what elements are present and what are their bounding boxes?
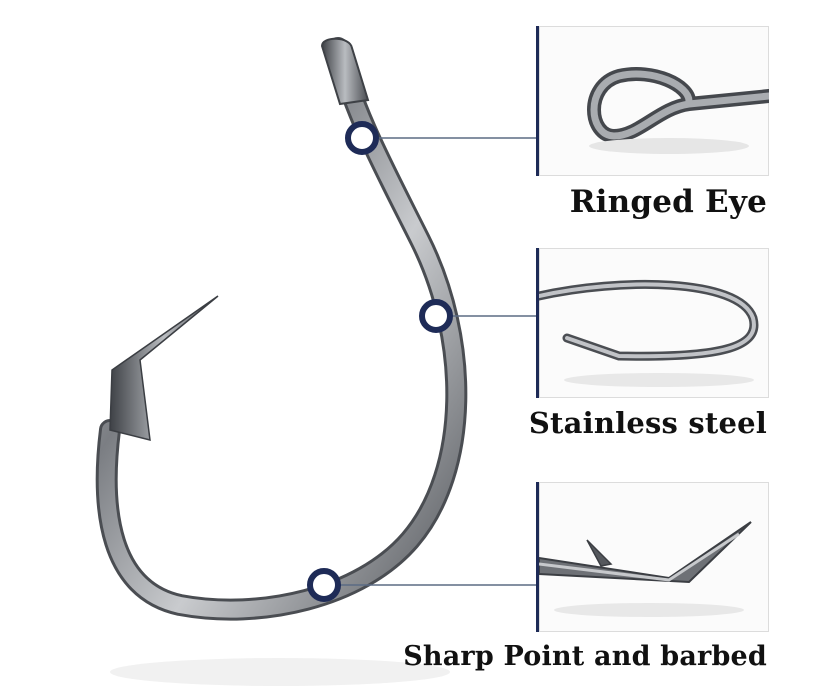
stainless-steel-panel bbox=[536, 248, 769, 398]
hook-shank-shadow bbox=[95, 37, 468, 621]
marker-steel bbox=[419, 299, 453, 333]
caption-sharp-point: Sharp Point and barbed bbox=[403, 641, 767, 672]
ringed-eye-panel bbox=[536, 26, 769, 176]
sharp-point-panel bbox=[536, 482, 769, 632]
caption-stainless-steel: Stainless steel bbox=[528, 406, 767, 440]
hook-bend-closeup bbox=[539, 280, 759, 387]
marker-point bbox=[307, 568, 341, 602]
caption-ringed-eye: Ringed Eye bbox=[569, 184, 767, 220]
hook-shank bbox=[98, 40, 465, 618]
barbed-point-closeup bbox=[539, 521, 752, 617]
marker-eye bbox=[345, 121, 379, 155]
hook-eye bbox=[320, 37, 370, 106]
hook-point bbox=[109, 295, 219, 441]
hook-reflection bbox=[110, 658, 450, 686]
ringed-eye-closeup bbox=[587, 67, 769, 154]
